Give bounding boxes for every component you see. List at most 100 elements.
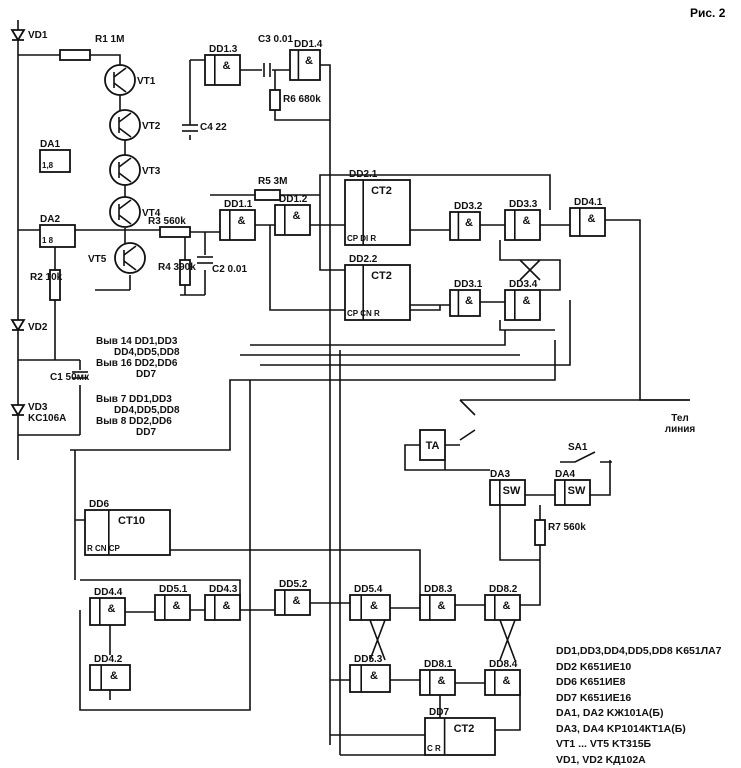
component-label: DA4 [555,469,575,480]
component-pins: C R [427,744,441,753]
component-symbol: CT2 [454,723,475,735]
component-da2: DA2 1 8 [39,214,76,248]
resistor-r6: R6 680k [269,89,321,111]
component-symbol: & [523,215,531,227]
component-label: DA2 [40,214,60,225]
capacitor-c3: C3 0.01 [258,34,293,77]
component-symbol: & [503,675,511,687]
component-symbol: & [370,670,378,682]
component-symbol: CT2 [371,270,392,282]
parts-list-item: DA3, DA4 KР1014КТ1А(Б) [556,722,686,735]
component-symbol: & [465,295,473,307]
switch-sa1: SA1 [560,442,612,463]
component-label: DD1.2 [279,194,308,205]
resistor-label: R5 3M [258,176,287,187]
component-dd4-1: & DD4.1 [569,197,606,237]
component-label: DD8.2 [489,584,518,595]
component-pins: 1 8 [42,236,54,245]
component-dd1-2: &DD1.2 [274,194,311,236]
component-symbol: & [305,55,313,67]
supply-note-ground: Выв 7 DD1,DD3 DD4,DD5,DD8 Выв 8 DD2,DD6 … [96,394,180,438]
component-ta: TA [419,429,446,461]
component-pins: R CN CP [87,544,121,553]
component-symbol: & [588,213,596,225]
component-label: DD5.2 [279,579,308,590]
component-dd1-1: &DD1.1 [219,199,256,241]
transistor-vt5: VT5 [88,242,146,274]
supply-line: DD7 [136,427,157,438]
component-label: DD1.3 [209,44,238,55]
capacitor-c2: C2 0.01 [197,256,247,275]
parts-list-item: VT1 ... VT5 KT315Б [556,738,652,750]
supply-line: Выв 8 DD2,DD6 [96,416,172,427]
component-label: DD4.3 [209,584,238,595]
capacitor-c1: C1 50мк [50,371,90,383]
component-pins: CP DI R [347,234,376,243]
component-label: DA1 [40,139,60,150]
transistor-vt1: VT1 [104,64,156,96]
component-dd8-2: &DD8.2 [484,584,521,621]
component-label: DD5.3 [354,654,383,665]
transistor-label: VT3 [142,166,161,177]
component-symbol: SW [503,485,521,497]
capacitor-label: C3 0.01 [258,34,293,45]
resistor-r4: R4 390k [158,259,196,286]
component-dd3-3: & DD3.3 [504,199,541,241]
transistor-label: VT5 [88,254,107,265]
resistor-label: R2 10k [30,272,63,283]
resistor-label: R3 560k [148,216,186,227]
parts-list-item: DD7 K651ИЕ16 [556,691,632,704]
capacitor-label: C2 0.01 [212,264,247,275]
component-symbol: & [108,603,116,615]
supply-line: DD4,DD5,DD8 [114,347,180,358]
parts-list-item: DA1, DA2 KЖ101А(Б) [556,707,664,719]
component-dd5-3: & DD5.3 [349,654,391,693]
component-dd3-4: &DD3.4 [504,279,541,321]
component-dd8-1: &DD8.1 [419,659,456,696]
component-label: DD2.1 [349,169,378,180]
component-label: DD3.3 [509,199,538,210]
component-label: DD2.2 [349,254,378,265]
parts-list-item: VD1, VD2 KД102А [556,753,646,766]
supply-line: Выв 16 DD2,DD6 [96,358,178,369]
component-label: TA [426,440,440,452]
parts-list: DD1,DD3,DD4,DD5,DD8 K651ЛА7 DD2 K651ИЕ10… [556,644,722,768]
resistor-r5: R5 3M [254,176,287,201]
figure-title: Рис. 2 [690,6,726,20]
supply-line: DD4,DD5,DD8 [114,405,180,416]
resistor-label: R1 1M [95,34,124,45]
component-symbol: & [238,215,246,227]
transistor-vt4: VT4 [109,196,161,228]
component-symbol: & [438,675,446,687]
resistor-r7: R7 560k [534,519,586,546]
component-dd4-3: &DD4.3 [204,584,241,621]
supply-line: Выв 7 DD1,DD3 [96,394,172,405]
diode-label: KC106A [28,413,66,424]
component-dd3-2: &DD3.2 [449,201,483,241]
resistor-label: R6 680k [283,94,321,105]
component-dd1-4: &DD1.4 [289,39,323,81]
diode-vd1: VD1 [10,29,48,42]
component-dd1-3: &DD1.3 [204,44,241,86]
component-dd4-2: &DD4.2 [89,654,131,691]
diode-label: VD1 [28,30,48,41]
transistor-label: VT2 [142,121,161,132]
transistor-vt3: VT3 [109,154,161,186]
component-symbol: & [438,600,446,612]
component-label: DA3 [490,469,510,480]
supply-line: DD7 [136,369,157,380]
component-label: DD3.4 [509,279,538,290]
component-label: DD4.1 [574,197,603,208]
component-dd4-4: &DD4.4 [89,587,126,626]
component-label: DD8.4 [489,659,518,670]
component-label: DD8.3 [424,584,453,595]
diode-label: VD3 [28,402,48,413]
component-symbol: & [110,670,118,682]
component-label: DD5.1 [159,584,188,595]
